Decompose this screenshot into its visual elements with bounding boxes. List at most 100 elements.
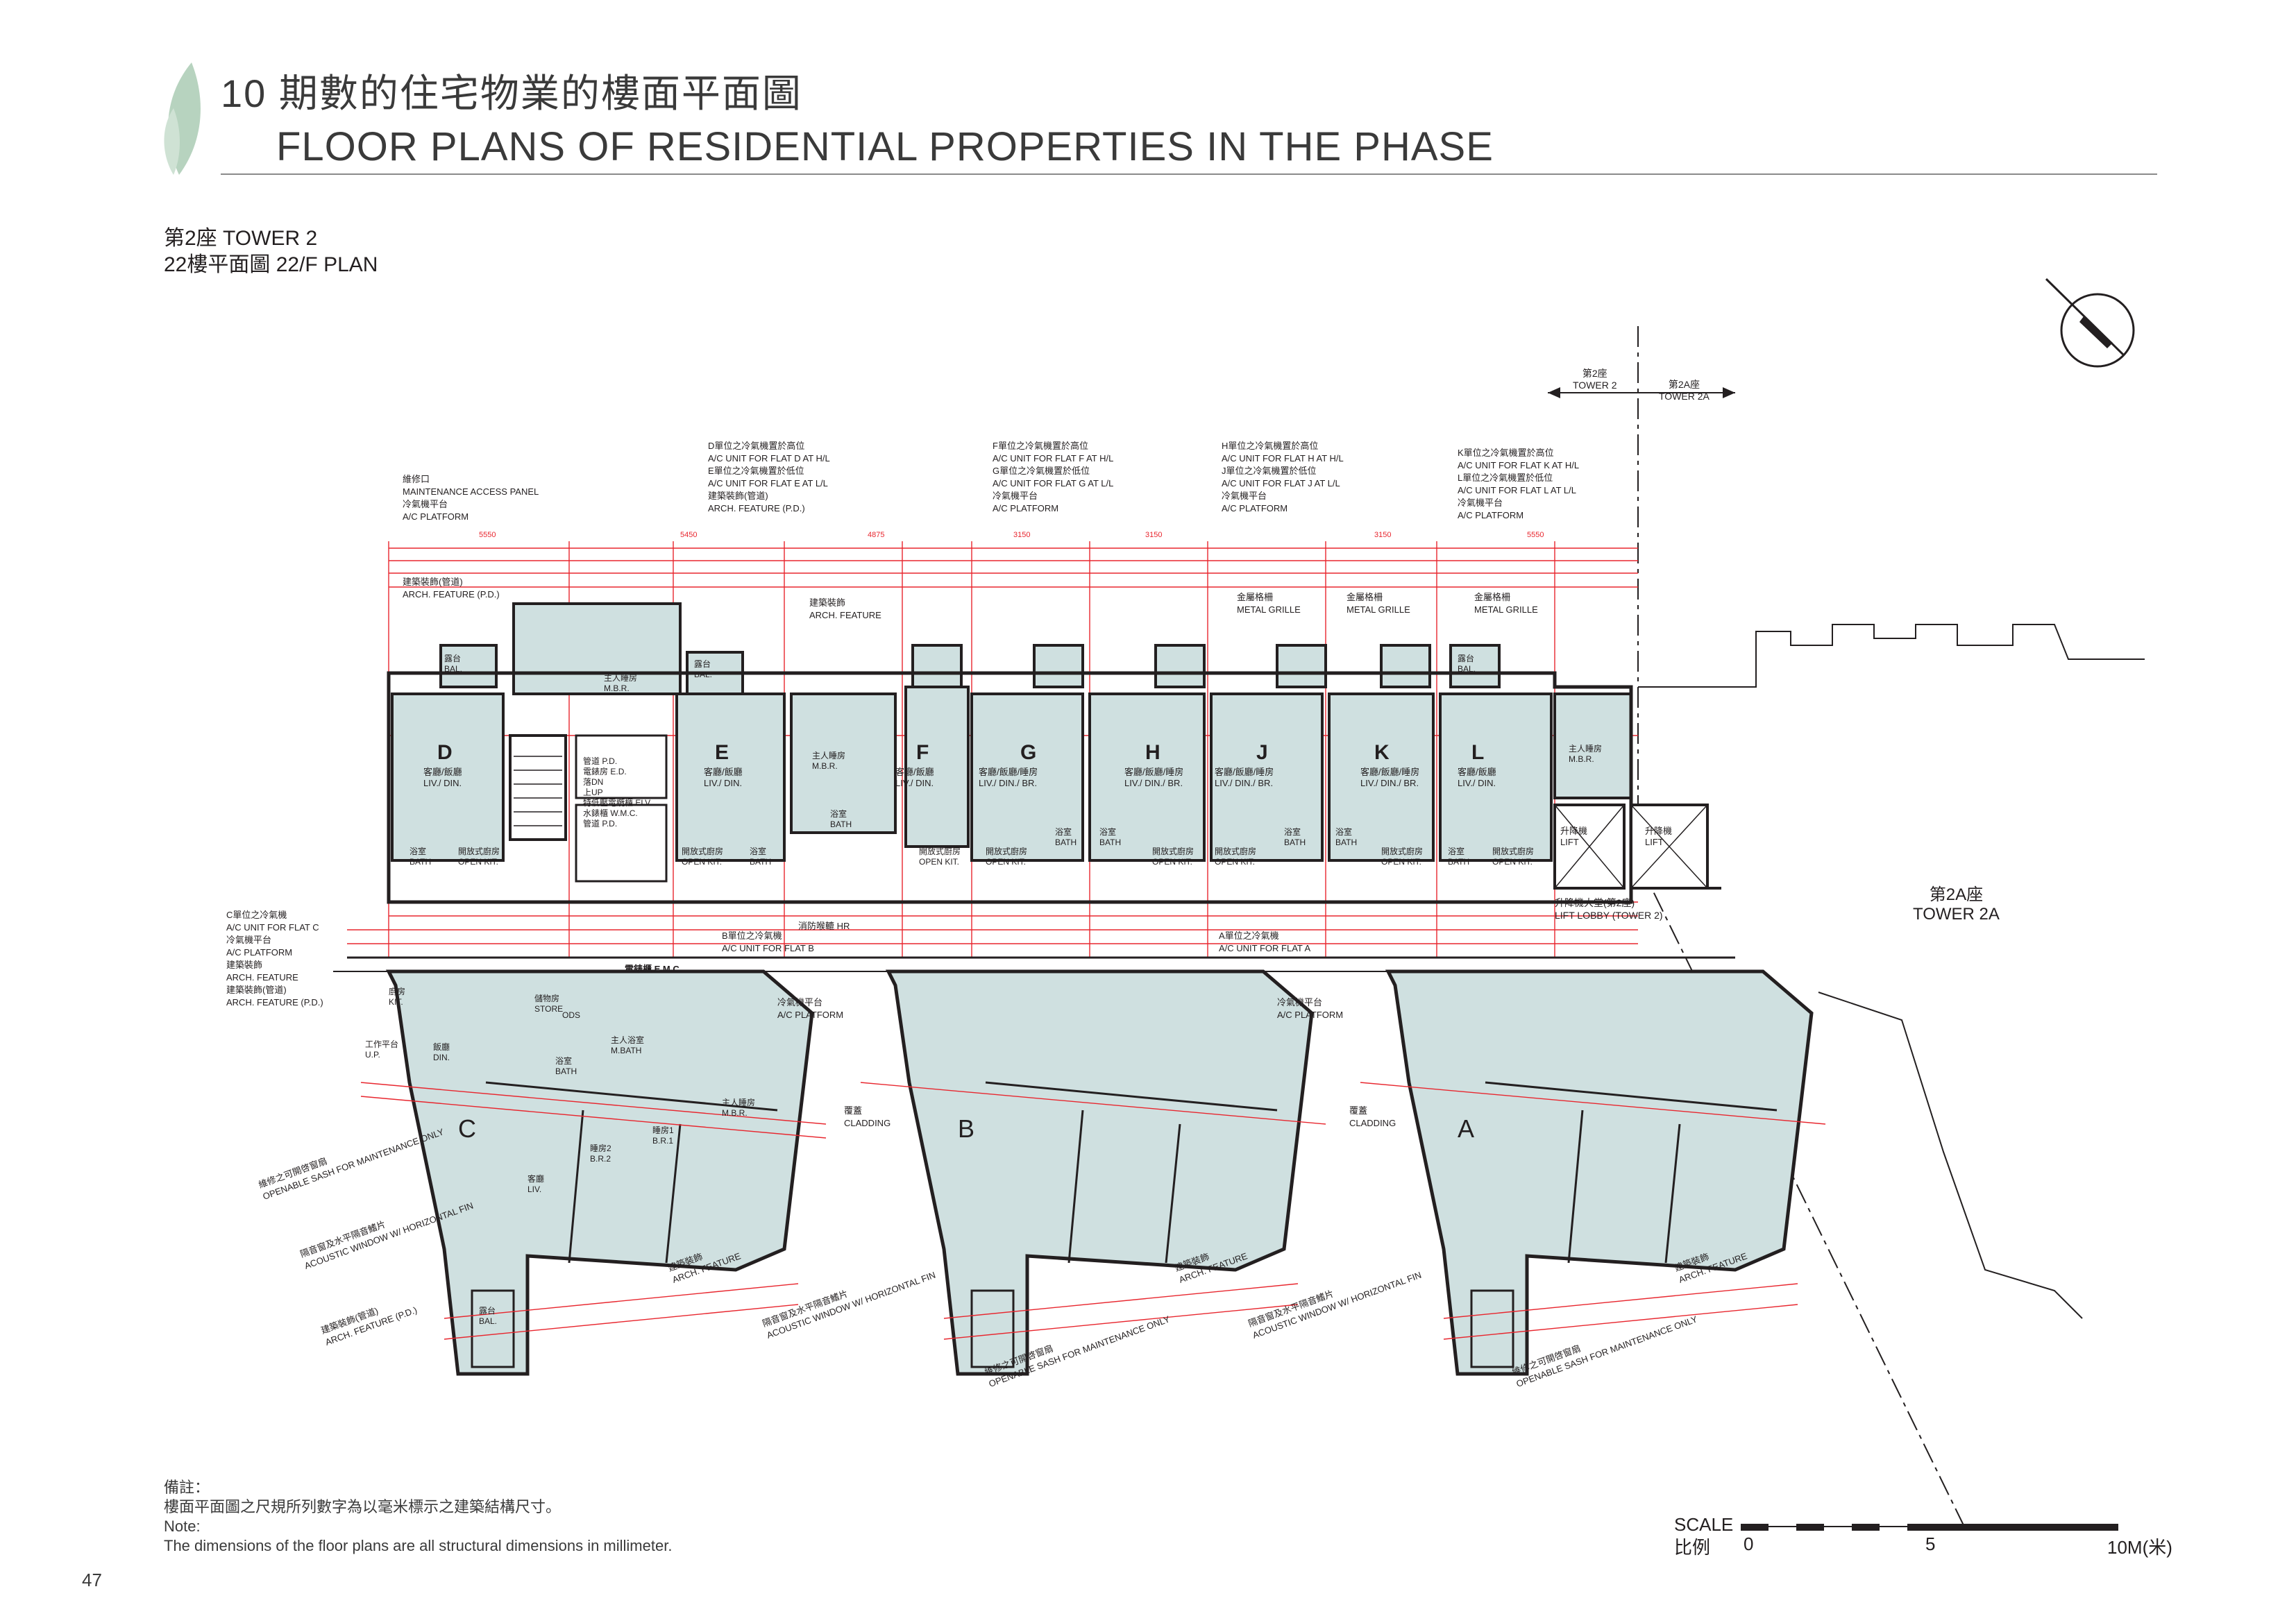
north-arrow-icon	[2045, 278, 2135, 368]
flat-k-kitchen: 開放式廚房 OPEN KIT.	[1381, 847, 1424, 867]
flat-j-bath: 浴室 BATH	[1284, 827, 1306, 847]
bottom-dimension-lines	[360, 1082, 1826, 1340]
svg-text:5550: 5550	[479, 531, 496, 539]
flat-b-letter: B	[958, 1114, 975, 1143]
core-labels: 管道 P.D. 電錶房 E.D. 落DN 上UP 特低壓電纜櫃 ELV. 水錶櫃…	[583, 756, 652, 829]
top-dimension-values: 5550 5450 4875 3150 3150 3150 5550	[479, 531, 1544, 539]
flat-c-bal: 露台 BAL.	[479, 1306, 498, 1326]
scale-tick-10: 10M(米)	[2107, 1537, 2172, 1558]
flat-l-mbr: 主人睡房 M.B.R.	[1569, 744, 1603, 764]
flat-f-label: F 客廳/飯廳 LIV./ DIN.	[895, 741, 934, 788]
flat-l-bal: 露台 BAL.	[1458, 654, 1476, 674]
flat-c-store: 儲物房 STORE	[534, 994, 564, 1014]
svg-text:3150: 3150	[1374, 531, 1391, 539]
flat-h-label: H 客廳/飯廳/睡房 LIV./ DIN./ BR.	[1124, 741, 1184, 788]
page-title-english: FLOOR PLANS OF RESIDENTIAL PROPERTIES IN…	[276, 124, 1494, 169]
scale-label-en: SCALE	[1674, 1514, 1734, 1535]
flat-l-label: L 客廳/飯廳 LIV./ DIN.	[1458, 741, 1496, 788]
flat-c-letter: C	[458, 1114, 476, 1143]
flat-k-bath: 浴室 BATH	[1335, 827, 1358, 847]
flat-c-mbath: 主人浴室 M.BATH	[611, 1035, 645, 1055]
flat-c-dining: 飯廳 DIN.	[433, 1042, 450, 1062]
flat-l-kitchen: 開放式廚房 OPEN KIT.	[1492, 847, 1535, 867]
flat-c-kitchen: 廚房 KIT.	[389, 987, 406, 1007]
flat-b-outline	[885, 969, 1314, 1376]
svg-text:5450: 5450	[680, 531, 697, 539]
svg-text:4875: 4875	[868, 531, 884, 539]
flat-c-outline	[385, 969, 814, 1376]
flat-f-mbr: 主人睡房 M.B.R.	[812, 751, 846, 771]
leaf-logo-icon	[164, 62, 201, 175]
flat-j-kitchen: 開放式廚房 OPEN KIT.	[1215, 847, 1257, 867]
flat-c-living: 客廳 LIV.	[527, 1174, 545, 1194]
remarks: 備註： 樓面平面圖之尺規所列數字為以毫米標示之建築結構尺寸。 Note: The…	[164, 1479, 673, 1554]
flat-c-ods: ODS	[562, 1010, 581, 1020]
svg-text:3150: 3150	[1145, 531, 1162, 539]
flat-d-label: D 客廳/飯廳 LIV./ DIN.	[423, 741, 462, 788]
flat-e-bal: 露台 BAL.	[694, 659, 713, 679]
flat-d-bal: 露台 BAL.	[444, 654, 463, 674]
floor-label: 22樓平面圖 22/F PLAN	[164, 253, 378, 276]
flat-e-bath: 浴室 BATH	[750, 847, 772, 867]
flat-l-bath: 浴室 BATH	[1448, 847, 1470, 867]
flat-c-mbr: 主人睡房 M.B.R.	[722, 1098, 756, 1118]
scale-tick-5: 5	[1925, 1533, 1936, 1554]
flat-c-bath: 浴室 BATH	[555, 1056, 577, 1076]
flat-h-kitchen: 開放式廚房 OPEN KIT.	[1152, 847, 1195, 867]
page-title-chinese: 10 期數的住宅物業的樓面平面圖	[221, 71, 802, 115]
label-emc: 電錶櫃 E.M.C.	[625, 964, 682, 974]
scale-bar	[1741, 1524, 2118, 1531]
flat-e-kitchen: 開放式廚房 OPEN KIT.	[682, 847, 724, 867]
flat-f-bath: 浴室 BATH	[830, 809, 852, 829]
flat-g-kitchen: 開放式廚房 OPEN KIT.	[986, 847, 1028, 867]
flat-c-br2: 睡房2 B.R.2	[590, 1144, 611, 1164]
top-block-outer-wall	[387, 671, 1633, 904]
top-dimension-lines	[347, 547, 1638, 944]
scale-tick-0: 0	[1744, 1533, 1754, 1554]
svg-text:5550: 5550	[1527, 531, 1544, 539]
callout-arch-feature-pd: 建築裝飾(管道)ARCH. FEATURE (P.D.)	[403, 577, 500, 600]
scale-label-cn: 比例	[1674, 1537, 1711, 1558]
flat-g-bath: 浴室 BATH	[1055, 827, 1077, 847]
flat-c-utility: 工作平台 U.P.	[365, 1039, 399, 1060]
flat-d-bath: 浴室 BATH	[410, 847, 432, 867]
flat-g-label: G 客廳/飯廳/睡房 LIV./ DIN./ BR.	[979, 741, 1038, 788]
flat-a-letter: A	[1458, 1114, 1475, 1143]
svg-text:3150: 3150	[1013, 531, 1030, 539]
flat-c-br1: 睡房1 B.R.1	[652, 1125, 674, 1146]
header-divider	[221, 173, 2157, 175]
flat-a-outline	[1385, 969, 1814, 1376]
flat-f-kitchen: 開放式廚房 OPEN KIT.	[919, 847, 961, 867]
flat-h-bath: 浴室 BATH	[1099, 827, 1122, 847]
core-stair	[509, 734, 567, 841]
stair-treads	[514, 756, 562, 826]
tower-label: 第2座 TOWER 2	[164, 227, 318, 250]
flat-j-label: J 客廳/飯廳/睡房 LIV./ DIN./ BR.	[1215, 741, 1274, 788]
flat-d-kitchen: 開放式廚房 OPEN KIT.	[458, 847, 500, 867]
label-hose-reel: 消防喉轆 HR	[798, 921, 850, 931]
page-number: 47	[82, 1570, 102, 1590]
flat-k-label: K 客廳/飯廳/睡房 LIV./ DIN./ BR.	[1360, 741, 1420, 788]
label-lift-lobby: 升降機大堂(第2座)LIFT LOBBY (TOWER 2)	[1555, 897, 1663, 921]
